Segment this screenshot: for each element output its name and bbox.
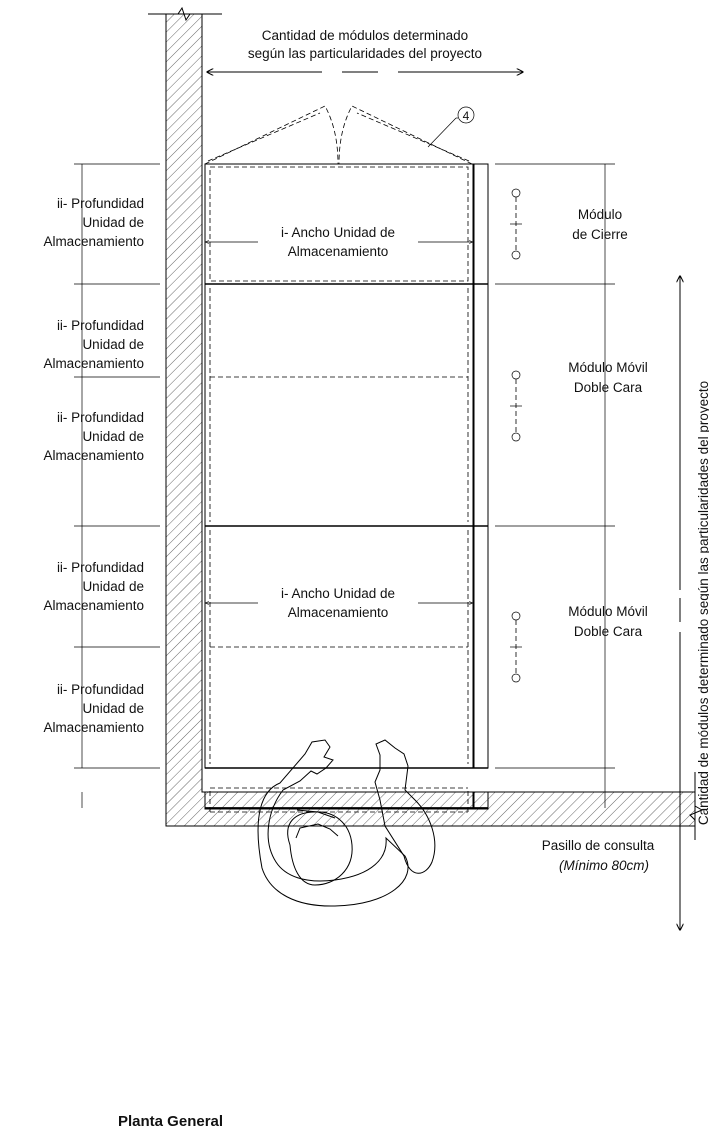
left-dimension-chain (74, 163, 160, 808)
svg-text:Almacenamiento: Almacenamiento (43, 448, 144, 463)
storage-units (204, 163, 489, 769)
svg-text:Almacenamiento: Almacenamiento (43, 598, 144, 613)
svg-text:Almacenamiento: Almacenamiento (43, 720, 144, 735)
module-mobile-1-line1: Módulo Móvil (568, 360, 648, 375)
side-note: Cantidad de módulos determinado según la… (696, 381, 709, 825)
depth-label-4: ii- Profundidad Unidad de Almacenamiento (43, 560, 144, 613)
svg-text:ii- Profundidad: ii- Profundidad (57, 318, 144, 333)
module-closing-line2: de Cierre (572, 227, 628, 242)
width-label-1-line1: i- Ancho Unidad de (281, 225, 395, 240)
top-note-line2: según las particularidades del proyecto (248, 46, 482, 61)
width-label-1-line2: Almacenamiento (288, 244, 389, 259)
depth-label-2: ii- Profundidad Unidad de Almacenamiento (43, 318, 144, 371)
svg-text:Unidad de: Unidad de (82, 429, 144, 444)
svg-text:Almacenamiento: Almacenamiento (43, 234, 144, 249)
width-label-2-line1: i- Ancho Unidad de (281, 586, 395, 601)
svg-text:Unidad de: Unidad de (82, 701, 144, 716)
handle-symbols (510, 188, 522, 683)
svg-text:Unidad de: Unidad de (82, 215, 144, 230)
right-dimension-chain (495, 163, 615, 808)
callout-4 (427, 106, 475, 148)
svg-text:ii- Profundidad: ii- Profundidad (57, 560, 144, 575)
width-label-2-line2: Almacenamiento (288, 605, 389, 620)
svg-text:Almacenamiento: Almacenamiento (43, 356, 144, 371)
door-swing (204, 105, 473, 165)
module-mobile-2-line2: Doble Cara (574, 624, 643, 639)
depth-label-1: ii- Profundidad Unidad de Almacenamiento (43, 196, 144, 249)
person-figure (257, 739, 436, 907)
svg-text:Unidad de: Unidad de (82, 579, 144, 594)
top-note-line1: Cantidad de módulos determinado (262, 28, 468, 43)
depth-label-5: ii- Profundidad Unidad de Almacenamiento (43, 682, 144, 735)
aisle-line1: Pasillo de consulta (542, 838, 655, 853)
module-mobile-2-line1: Módulo Móvil (568, 604, 648, 619)
svg-text:Unidad de: Unidad de (82, 337, 144, 352)
svg-text:ii- Profundidad: ii- Profundidad (57, 410, 144, 425)
module-mobile-1-line2: Doble Cara (574, 380, 643, 395)
svg-text:ii- Profundidad: ii- Profundidad (57, 196, 144, 211)
plan-title: Planta General (118, 1113, 223, 1130)
depth-label-3: ii- Profundidad Unidad de Almacenamiento (43, 410, 144, 463)
svg-text:ii- Profundidad: ii- Profundidad (57, 682, 144, 697)
wall (148, 6, 704, 840)
aisle-line2: (Mínimo 80cm) (559, 858, 649, 873)
callout-number: 4 (463, 109, 470, 123)
module-closing-line1: Módulo (578, 207, 622, 222)
